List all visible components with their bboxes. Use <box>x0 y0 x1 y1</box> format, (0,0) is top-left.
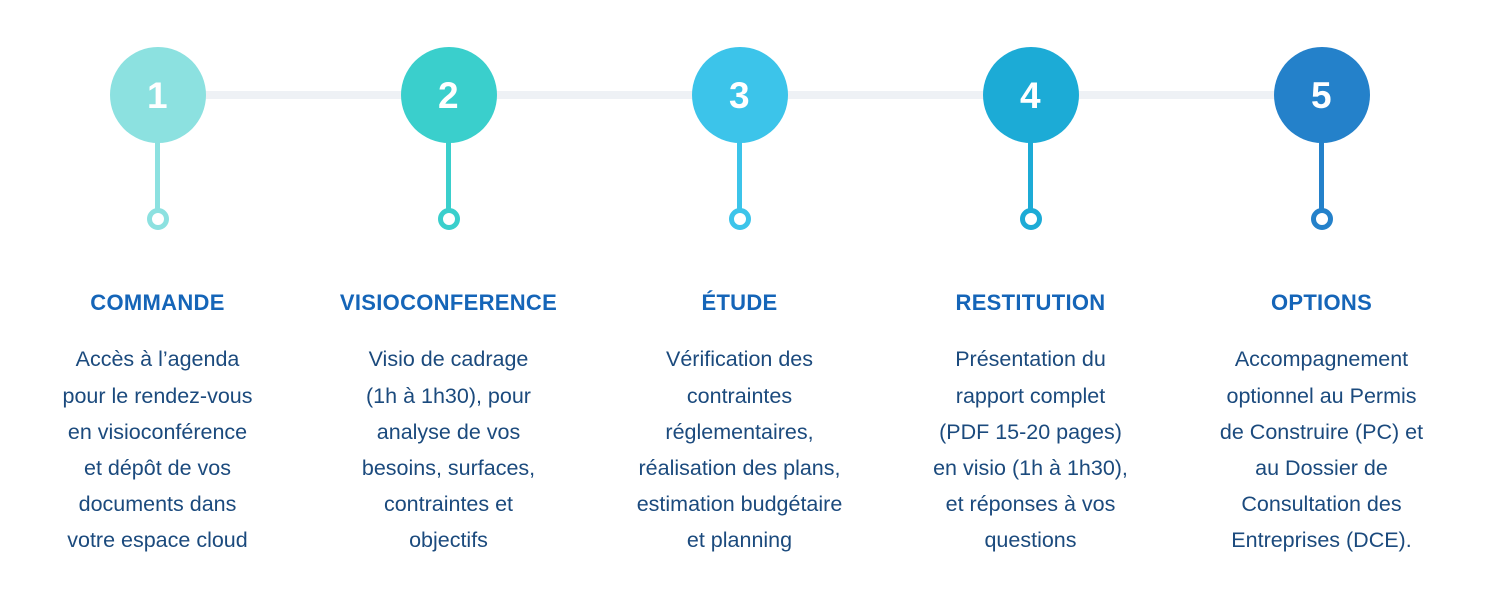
step-body-1: Accès à l’agenda pour le rendez-vous en … <box>62 347 253 552</box>
step-number-2: 2 <box>437 74 460 116</box>
step-endpoint-ring-1 <box>146 208 169 230</box>
step-title-1: COMMANDE <box>90 290 225 315</box>
step-endpoint-ring-3 <box>728 208 751 230</box>
timeline-step-2[interactable]: 2 VISIOCONFERENCE Visio de cadrage (1h à… <box>303 0 594 598</box>
step-caption-2: VISIOCONFERENCE Visio de cadrage (1h à 1… <box>303 290 594 558</box>
step-number-4: 4 <box>1019 74 1042 116</box>
step-caption-1: COMMANDE Accès à l’agenda pour le rendez… <box>12 290 303 558</box>
step-caption-4: RESTITUTION Présentation du rapport comp… <box>885 290 1176 558</box>
step-title-4: RESTITUTION <box>955 290 1106 315</box>
step-stem-1 <box>155 132 160 214</box>
step-title-2: VISIOCONFERENCE <box>339 290 558 315</box>
step-body-2: Visio de cadrage (1h à 1h30), pour analy… <box>361 347 536 552</box>
step-stem-5 <box>1319 132 1324 214</box>
step-marker-5[interactable]: 5 <box>1273 47 1370 143</box>
step-title-5: OPTIONS <box>1270 290 1373 315</box>
step-stem-2 <box>446 132 451 214</box>
timeline-step-5[interactable]: 5 OPTIONS Accompagnement optionnel au Pe… <box>1176 0 1467 598</box>
step-number-1: 1 <box>146 74 169 116</box>
step-body-5: Accompagnement optionnel au Permis de Co… <box>1219 347 1424 552</box>
step-marker-4[interactable]: 4 <box>982 47 1079 143</box>
step-stem-4 <box>1028 132 1033 214</box>
step-caption-5: OPTIONS Accompagnement optionnel au Perm… <box>1176 290 1467 558</box>
step-marker-1[interactable]: 1 <box>109 47 206 143</box>
step-marker-3[interactable]: 3 <box>691 47 788 143</box>
step-endpoint-ring-2 <box>437 208 460 230</box>
step-number-5: 5 <box>1310 74 1333 116</box>
step-body-4: Présentation du rapport complet (PDF 15-… <box>933 347 1128 552</box>
step-caption-3: ÉTUDE Vérification des contraintes régle… <box>594 290 885 558</box>
step-number-3: 3 <box>728 74 751 116</box>
step-marker-2[interactable]: 2 <box>400 47 497 143</box>
timeline-step-4[interactable]: 4 RESTITUTION Présentation du rapport co… <box>885 0 1176 598</box>
step-body-3: Vérification des contraintes réglementai… <box>636 347 843 552</box>
timeline-step-3[interactable]: 3 ÉTUDE Vérification des contraintes rég… <box>594 0 885 598</box>
step-endpoint-ring-5 <box>1310 208 1333 230</box>
step-stem-3 <box>737 132 742 214</box>
timeline-step-1[interactable]: 1 COMMANDE Accès à l’agenda pour le rend… <box>12 0 303 598</box>
step-endpoint-ring-4 <box>1019 208 1042 230</box>
step-title-3: ÉTUDE <box>701 290 778 315</box>
